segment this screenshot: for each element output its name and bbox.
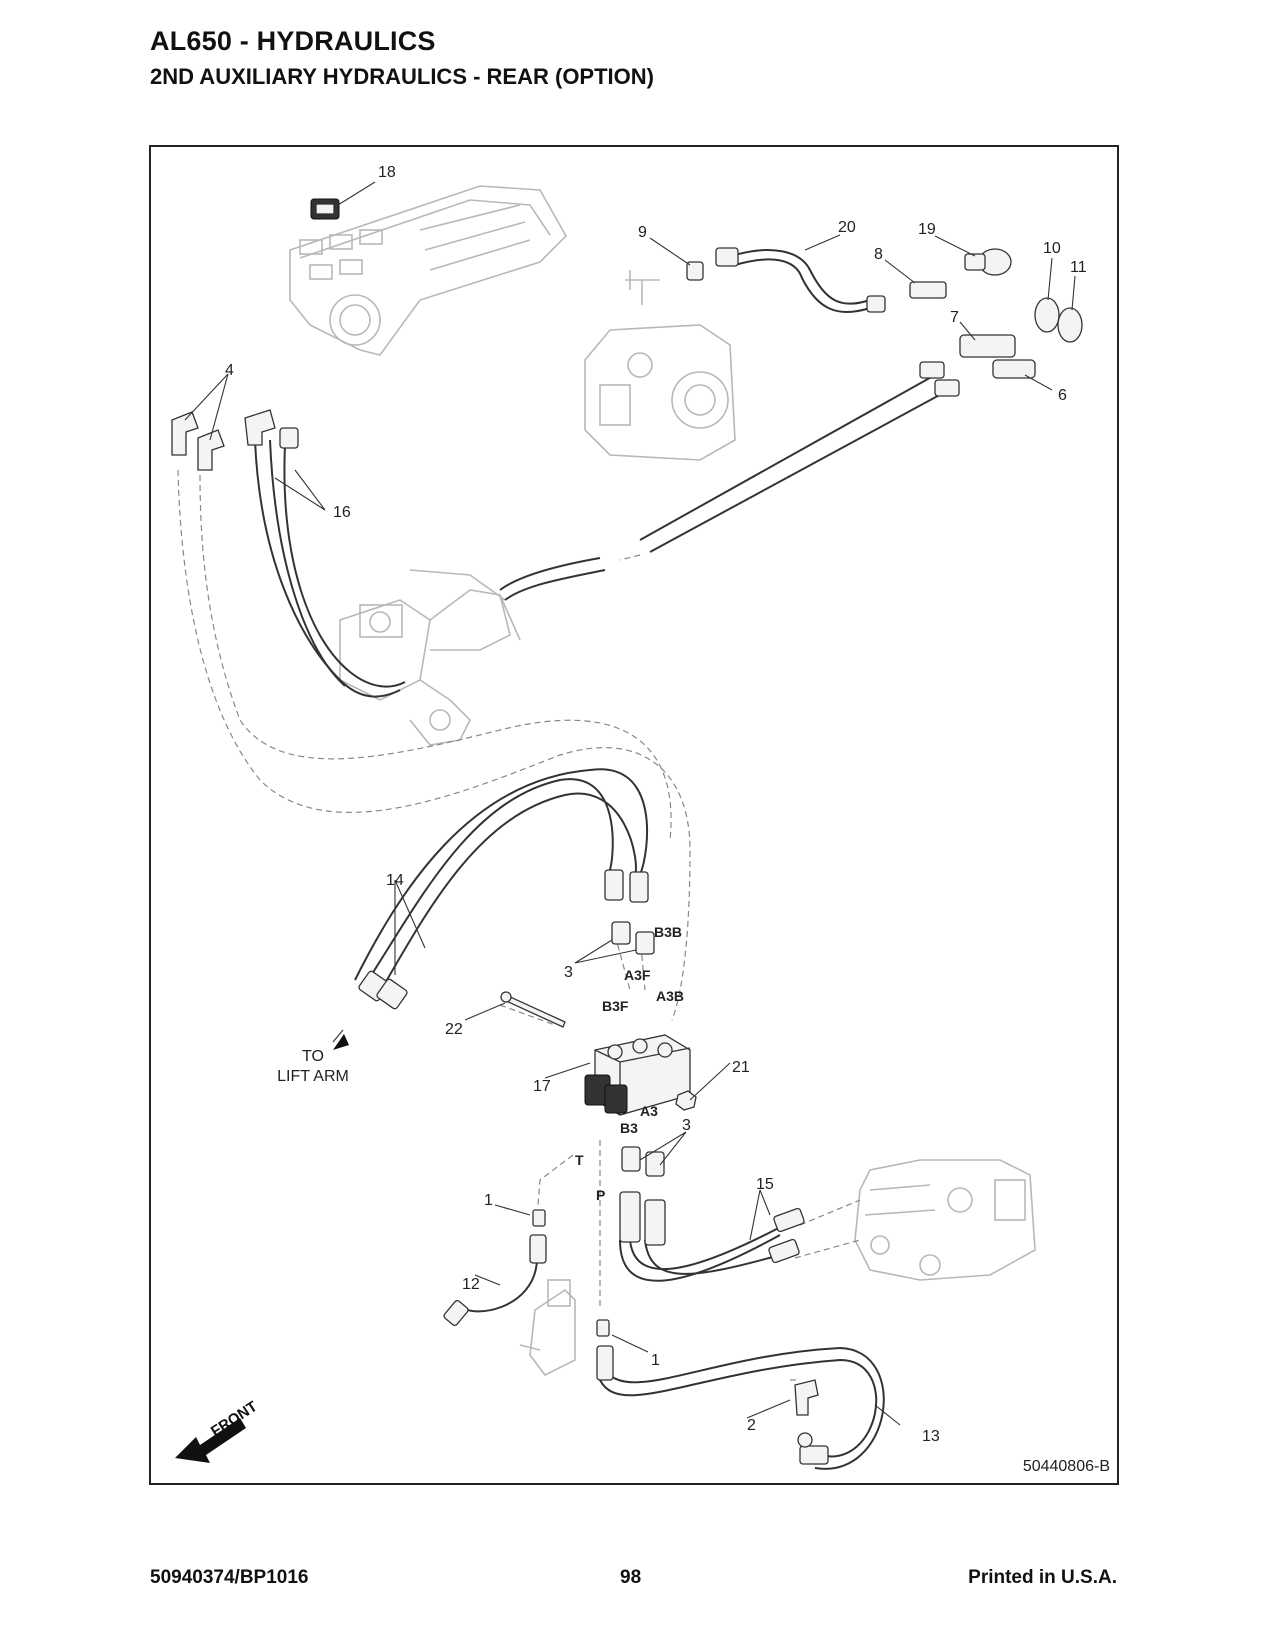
printed-label: Printed in U.S.A. <box>968 1567 1117 1588</box>
port-a3f: A3F <box>624 967 651 983</box>
to-lift-arm-arrowhead <box>333 1034 349 1050</box>
callout-22: 22 <box>445 1021 463 1038</box>
port-a3: A3 <box>640 1103 658 1119</box>
platform-ghost <box>289 185 567 356</box>
callout-16: 16 <box>333 504 351 521</box>
callout-15: 15 <box>756 1176 774 1193</box>
page-subtitle: 2ND AUXILIARY HYDRAULICS - REAR (OPTION) <box>150 64 654 89</box>
port-b3: B3 <box>620 1120 638 1136</box>
callout-9: 9 <box>638 224 647 241</box>
callout-21: 21 <box>732 1059 750 1076</box>
pivot-ghost <box>339 569 521 746</box>
callout-1-left: 1 <box>484 1192 493 1209</box>
callout-7: 7 <box>950 309 959 326</box>
leader-lines <box>184 181 1076 1426</box>
callout-2: 2 <box>747 1417 756 1434</box>
callout-20: 20 <box>838 219 856 236</box>
callout-4: 4 <box>225 362 234 379</box>
port-b3b: B3B <box>654 924 682 940</box>
callout-10: 10 <box>1043 240 1061 257</box>
diagram-frame <box>149 145 1119 1485</box>
callout-17: 17 <box>533 1078 551 1095</box>
callout-19: 19 <box>918 221 936 238</box>
doc-number: 50940374/BP1016 <box>150 1567 309 1588</box>
port-a3b: A3B <box>656 988 684 1004</box>
valve-ghost <box>854 1159 1036 1281</box>
small-valve-ghost <box>519 1279 576 1377</box>
callout-12: 12 <box>462 1276 480 1293</box>
front-arrow-icon <box>175 1418 246 1463</box>
port-t: T <box>575 1152 584 1168</box>
port-p: P <box>596 1187 605 1203</box>
callout-6: 6 <box>1058 387 1067 404</box>
port-b3f: B3F <box>602 998 629 1014</box>
callout-11: 11 <box>1070 259 1087 276</box>
callout-8: 8 <box>874 246 883 263</box>
parts <box>171 198 1083 1465</box>
callout-18: 18 <box>378 164 396 181</box>
routing-dashes <box>177 469 861 1381</box>
pump-ghost <box>584 270 736 461</box>
drawing-number: 50440806-B <box>1023 1458 1110 1475</box>
to-lift-arm-line1: TO <box>302 1048 324 1065</box>
callout-1-bottom: 1 <box>651 1352 660 1369</box>
callout-3-top: 3 <box>564 964 573 981</box>
page-number: 98 <box>620 1567 642 1588</box>
callout-14: 14 <box>386 872 404 889</box>
callout-13: 13 <box>922 1428 940 1445</box>
to-lift-arm-line2: LIFT ARM <box>277 1068 349 1085</box>
callout-3-bottom: 3 <box>682 1117 691 1134</box>
page-title: AL650 - HYDRAULICS <box>150 26 436 56</box>
